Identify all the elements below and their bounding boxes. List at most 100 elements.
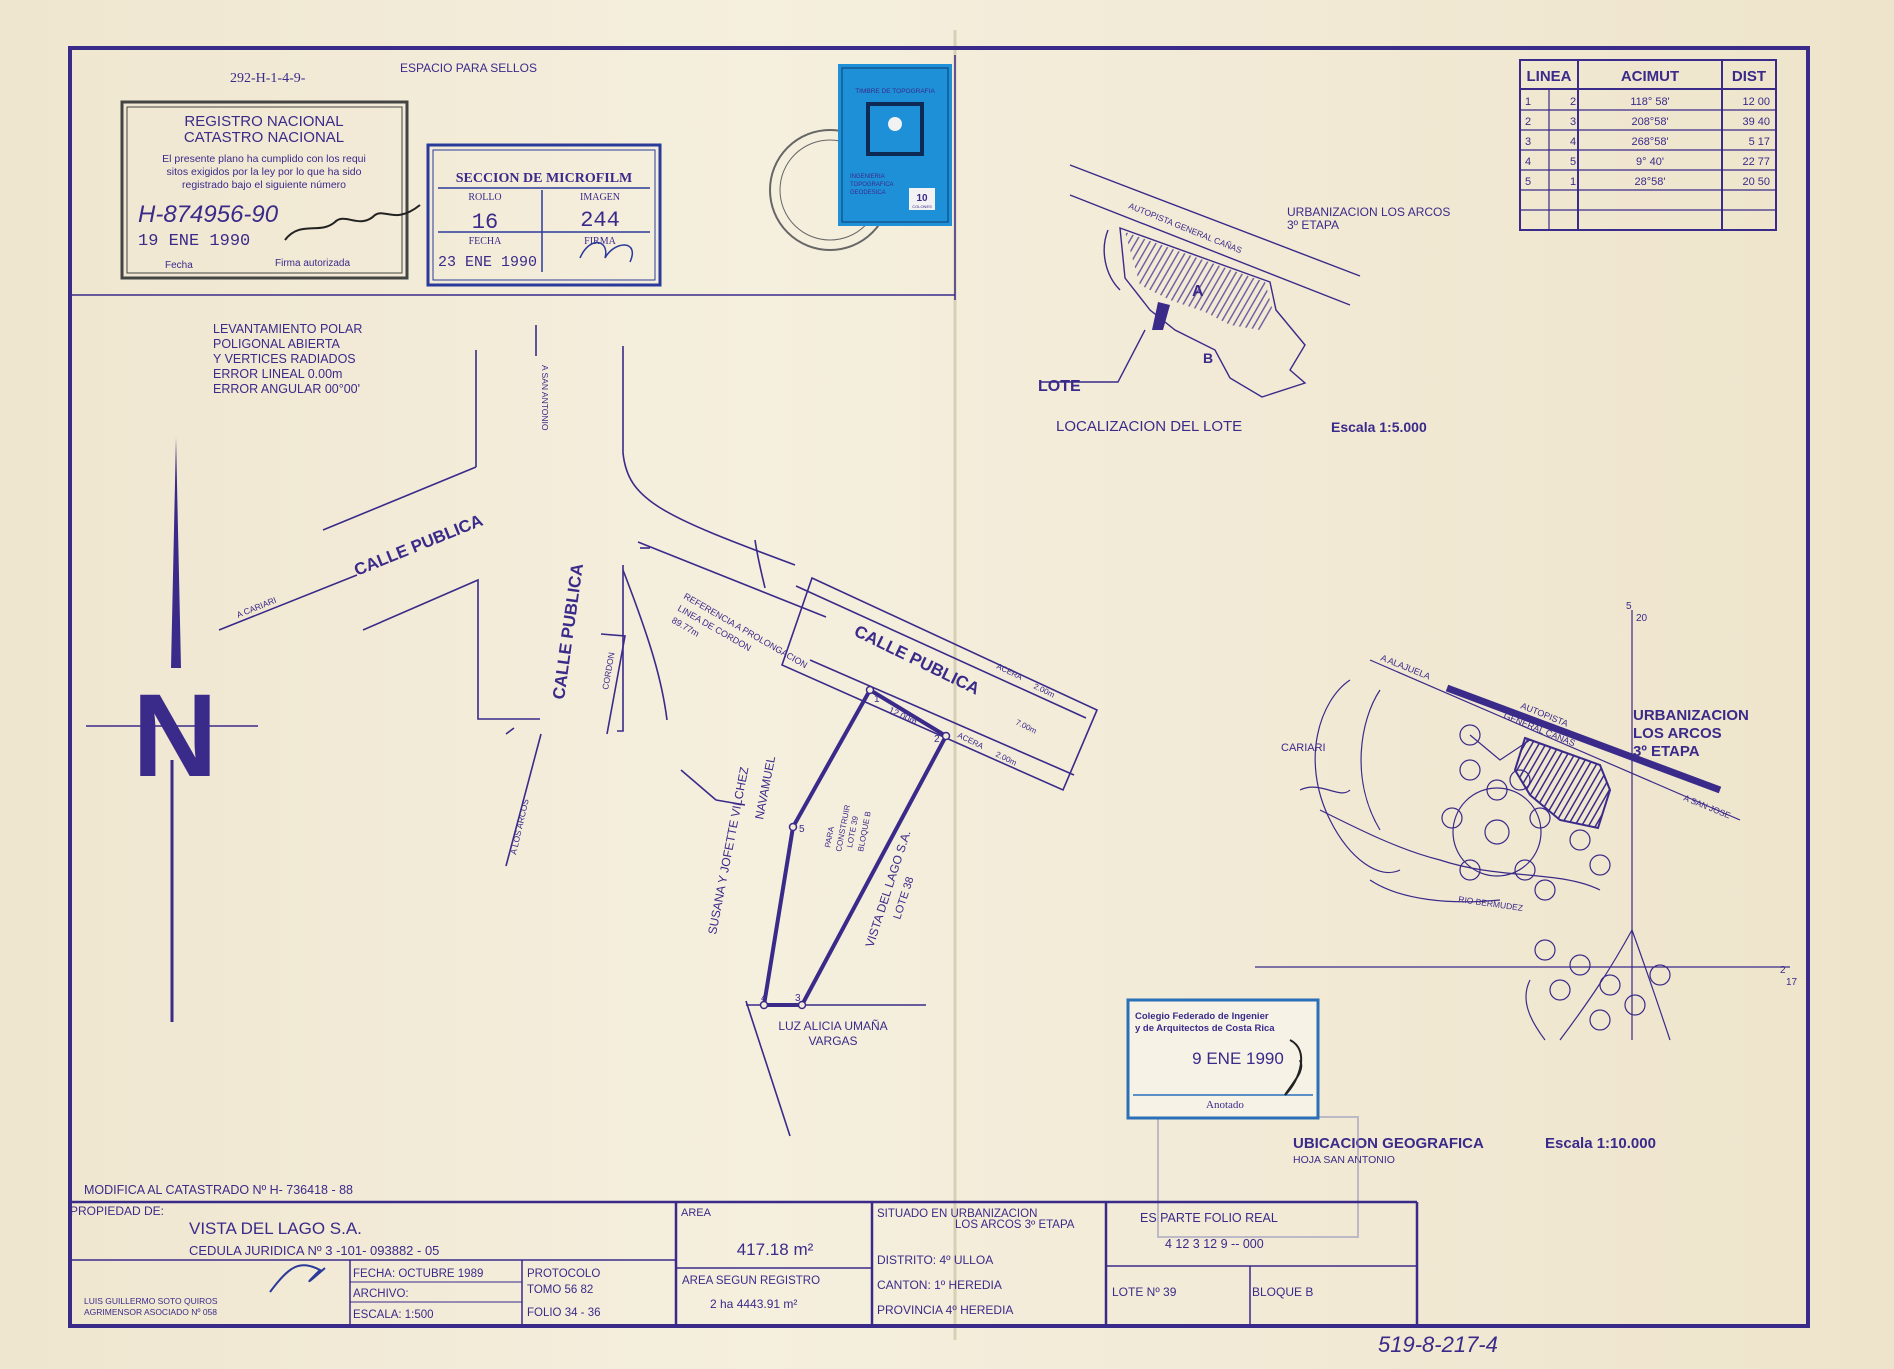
registro-date: 19 ENE 1990 bbox=[138, 232, 250, 251]
to-los-arcos-label: A LOS ARCOS bbox=[508, 798, 531, 856]
owner-bottom-1: LUZ ALICIA UMAÑA bbox=[778, 1019, 887, 1033]
tax-stamp-emblem bbox=[866, 102, 924, 156]
area-value: 417.18 m² bbox=[737, 1240, 814, 1259]
street-label-2: CALLE PUBLICA bbox=[549, 562, 587, 700]
margin-number: 519-8-217-4 bbox=[1378, 1332, 1498, 1357]
tax-stamp-l3: GEODESICA bbox=[850, 190, 886, 196]
location-block-b: B bbox=[1203, 350, 1213, 366]
title-block: MODIFICA AL CATASTRADO Nº H- 736418 - 88… bbox=[70, 1183, 1419, 1326]
location-urb-2: 3º ETAPA bbox=[1287, 218, 1339, 232]
geo-rio: RIO BERMUDEZ bbox=[1458, 894, 1524, 913]
surveyor-title: AGRIMENSOR ASOCIADO Nº 058 bbox=[84, 1307, 217, 1317]
microfilm-signature bbox=[579, 241, 633, 263]
surveyor-name: LUIS GUILLERMO SOTO QUIROS bbox=[84, 1296, 218, 1306]
para-construir-1: PARA bbox=[823, 825, 836, 848]
survey-note-2: POLIGONAL ABIERTA bbox=[213, 337, 341, 351]
bearing-table: LINEA ACIMUT DIST 1 2 118° 58' 12 00 2 3… bbox=[1519, 59, 1777, 231]
table-row-3-from: 3 bbox=[1525, 136, 1531, 148]
situado-2: LOS ARCOS 3º ETAPA bbox=[955, 1219, 1075, 1231]
owner-left-2: NAVAMUEL bbox=[752, 755, 778, 821]
tax-stamp: TIMBRE DE TOPOGRAFIA INGENIERIA TOPOGRAF… bbox=[838, 64, 952, 226]
location-map: AUTOPISTA GENERAL CAÑAS URBANIZACION LOS… bbox=[1038, 164, 1450, 435]
location-block-a: A bbox=[1192, 283, 1204, 300]
geo-sheet: HOJA SAN ANTONIO bbox=[1293, 1154, 1395, 1166]
colegio-stamp: Colegio Federado de Ingenier y de Arquit… bbox=[1126, 998, 1320, 1120]
colegio-date: 9 ENE 1990 bbox=[1192, 1049, 1284, 1068]
folio-field: FOLIO 34 - 36 bbox=[527, 1307, 601, 1319]
microfilm-imagen: 244 bbox=[580, 208, 620, 233]
geo-grid-right-2: 17 bbox=[1786, 977, 1798, 988]
survey-note-4: ERROR LINEAL 0.00m bbox=[213, 367, 342, 381]
distrito-field: DISTRITO: 4º ULLOA bbox=[877, 1253, 993, 1267]
table-row-4-azimuth: 9° 40' bbox=[1636, 156, 1664, 168]
vertex-2: 2 bbox=[934, 734, 940, 745]
tax-stamp-top: TIMBRE DE TOPOGRAFIA bbox=[855, 88, 935, 95]
street-network bbox=[218, 325, 1099, 1137]
survey-notes: LEVANTAMIENTO POLAR POLIGONAL ABIERTA Y … bbox=[213, 322, 362, 396]
microfilm-rollo: 16 bbox=[472, 210, 498, 235]
table-row-5-azimuth: 28°58' bbox=[1635, 176, 1666, 188]
table-row-2-azimuth: 208°58' bbox=[1631, 116, 1668, 128]
bloque-field: BLOQUE B bbox=[1252, 1285, 1313, 1299]
registro-text-2: sitos exigidos por la ley por lo que ha … bbox=[167, 166, 362, 178]
propiedad-label: PROPIEDAD DE: bbox=[70, 1204, 164, 1218]
modifica-note: MODIFICA AL CATASTRADO Nº H- 736418 - 88 bbox=[84, 1183, 353, 1197]
geo-urb-1: URBANIZACION bbox=[1633, 707, 1749, 724]
colegio-anotado: Anotado bbox=[1206, 1099, 1244, 1111]
geo-urb-3: 3º ETAPA bbox=[1633, 743, 1700, 760]
registro-fecha-label: Fecha bbox=[165, 260, 193, 271]
registro-title-2: CATASTRO NACIONAL bbox=[184, 129, 344, 146]
area-label: AREA bbox=[681, 1207, 712, 1219]
table-row-5-to: 1 bbox=[1570, 176, 1576, 188]
colegio-signature bbox=[1284, 1039, 1303, 1096]
geo-caption: UBICACION GEOGRAFICA bbox=[1293, 1135, 1484, 1152]
microfilm-fecha-label: FECHA bbox=[469, 236, 503, 247]
tomo-field: TOMO 56 82 bbox=[527, 1284, 593, 1296]
street-labels: CALLE PUBLICA CALLE PUBLICA CALLE PUBLIC… bbox=[235, 365, 1056, 855]
table-row-1-azimuth: 118° 58' bbox=[1630, 96, 1669, 108]
north-letter: N bbox=[132, 670, 217, 802]
geo-cariari: CARIARI bbox=[1281, 742, 1326, 754]
area-registro-label: AREA SEGUN REGISTRO bbox=[682, 1275, 820, 1287]
area-registro-value: 2 ha 4443.91 m² bbox=[710, 1297, 797, 1311]
location-lote: LOTE bbox=[1038, 378, 1081, 395]
to-san-antonio-label: A SAN ANTONIO bbox=[540, 365, 550, 431]
microfilm-date: 23 ENE 1990 bbox=[438, 254, 537, 271]
outer-frame bbox=[68, 46, 1810, 1328]
registro-signature bbox=[284, 204, 421, 241]
situado-1: SITUADO EN URBANIZACION bbox=[877, 1208, 1037, 1220]
north-arrow: N bbox=[86, 437, 258, 1022]
owner-bottom-2: VARGAS bbox=[808, 1034, 857, 1048]
tax-stamp-l2: TOPOGRAFICA bbox=[850, 182, 894, 188]
acera-top-value: 2.00m bbox=[1032, 682, 1056, 700]
road-width-label: 7.00m bbox=[1014, 718, 1038, 736]
registro-title-1: REGISTRO NACIONAL bbox=[184, 113, 343, 130]
table-header-linea: LINEA bbox=[1527, 68, 1572, 85]
location-urb-1: URBANIZACION LOS ARCOS bbox=[1287, 205, 1450, 219]
microfilm-rollo-label: ROLLO bbox=[468, 192, 501, 203]
folio-real-value: 4 12 3 12 9 -- 000 bbox=[1165, 1237, 1264, 1251]
registro-nacional-stamp: REGISTRO NACIONAL CATASTRO NACIONAL El p… bbox=[120, 100, 421, 280]
registro-number: H-874956-90 bbox=[138, 201, 279, 228]
registro-firma-label: Firma autorizada bbox=[275, 258, 350, 269]
survey-note-5: ERROR ANGULAR 00°00' bbox=[213, 382, 360, 396]
table-row-1-from: 1 bbox=[1525, 96, 1531, 108]
table-row-2-to: 3 bbox=[1570, 116, 1576, 128]
colegio-line-1: Colegio Federado de Ingenier bbox=[1135, 1011, 1269, 1022]
cedula: CEDULA JURIDICA Nº 3 -101- 093882 - 05 bbox=[189, 1243, 439, 1258]
folio-real-label: ES PARTE FOLIO REAL bbox=[1140, 1211, 1278, 1225]
location-scale: Escala 1:5.000 bbox=[1331, 419, 1427, 435]
geo-san-jose: A SAN JOSE bbox=[1682, 793, 1732, 821]
provincia-field: PROVINCIA 4º HEREDIA bbox=[877, 1303, 1013, 1317]
tax-stamp-value: 10 bbox=[916, 193, 928, 204]
geo-urb-2: LOS ARCOS bbox=[1633, 725, 1722, 742]
table-row-5-from: 5 bbox=[1525, 176, 1531, 188]
archivo-field: ARCHIVO: bbox=[353, 1288, 409, 1300]
table-header-acimut: ACIMUT bbox=[1621, 68, 1679, 85]
escala-field: ESCALA: 1:500 bbox=[353, 1309, 434, 1321]
table-row-3-dist: 5 17 bbox=[1749, 136, 1770, 148]
table-row-1-to: 2 bbox=[1570, 96, 1576, 108]
table-row-3-azimuth: 268°58' bbox=[1631, 136, 1668, 148]
survey-note-3: Y VERTICES RADIADOS bbox=[213, 352, 356, 366]
